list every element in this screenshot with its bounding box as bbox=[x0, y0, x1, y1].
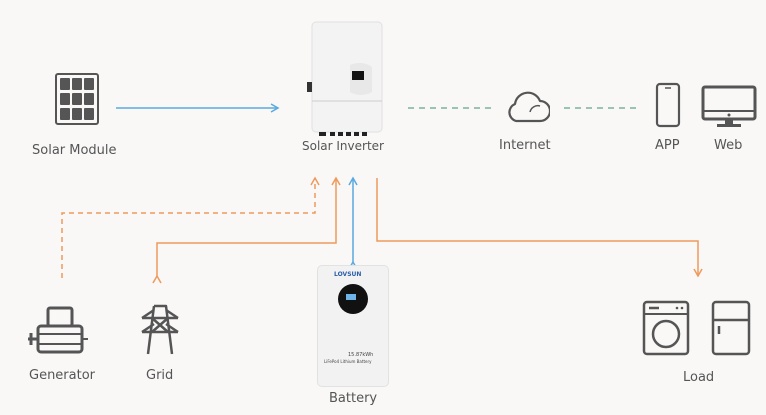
load-label: Load bbox=[683, 370, 715, 385]
monitor-icon bbox=[701, 85, 757, 127]
refrigerator-icon bbox=[711, 300, 751, 356]
solar-module-label: Solar Module bbox=[32, 143, 117, 158]
generator-label: Generator bbox=[29, 368, 96, 383]
battery-spec: 15.87kWh bbox=[348, 352, 374, 358]
solar-inverter-label: Solar Inverter bbox=[302, 139, 384, 153]
cloud-icon bbox=[508, 91, 550, 123]
washing-machine-icon bbox=[642, 300, 690, 356]
solar-panel-icon bbox=[55, 73, 99, 125]
battery-device: LOVSUN 15.87kWh LiFePo4 Lithium Battery bbox=[317, 265, 389, 387]
generator-to-inverter-line bbox=[61, 176, 320, 278]
battery-brand: LOVSUN bbox=[334, 271, 362, 278]
internet-label: Internet bbox=[499, 138, 551, 153]
battery-type: LiFePo4 Lithium Battery bbox=[324, 359, 372, 364]
solar-inverter-device bbox=[307, 21, 383, 136]
grid-inverter-line bbox=[152, 176, 341, 284]
generator-icon bbox=[28, 306, 88, 354]
battery-label: Battery bbox=[329, 391, 378, 406]
smartphone-icon bbox=[655, 82, 681, 128]
app-label: APP bbox=[655, 138, 680, 153]
inverter-to-load-line bbox=[376, 178, 703, 278]
battery-display bbox=[338, 284, 368, 314]
grid-label: Grid bbox=[146, 368, 174, 383]
web-label: Web bbox=[714, 138, 743, 153]
power-tower-icon bbox=[141, 304, 179, 355]
